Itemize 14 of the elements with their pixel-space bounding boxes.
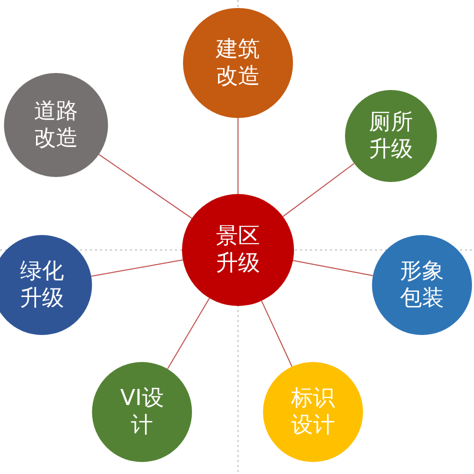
node-label: VI设计 bbox=[119, 384, 165, 440]
node-label: 形象包装 bbox=[398, 258, 445, 312]
connector-line bbox=[292, 260, 374, 276]
connector-line bbox=[167, 298, 210, 370]
node-label: 建筑改造 bbox=[214, 36, 261, 90]
node-label: 标识设计 bbox=[290, 384, 336, 440]
connector-line bbox=[261, 300, 292, 368]
node-label: 景区升级 bbox=[214, 222, 261, 278]
connector-line bbox=[98, 154, 192, 219]
node-label: 绿化升级 bbox=[18, 258, 65, 312]
connector-line bbox=[90, 259, 184, 277]
node-label: 厕所升级 bbox=[368, 108, 414, 164]
node-label: 道路改造 bbox=[32, 98, 79, 152]
connector-line bbox=[282, 162, 355, 218]
